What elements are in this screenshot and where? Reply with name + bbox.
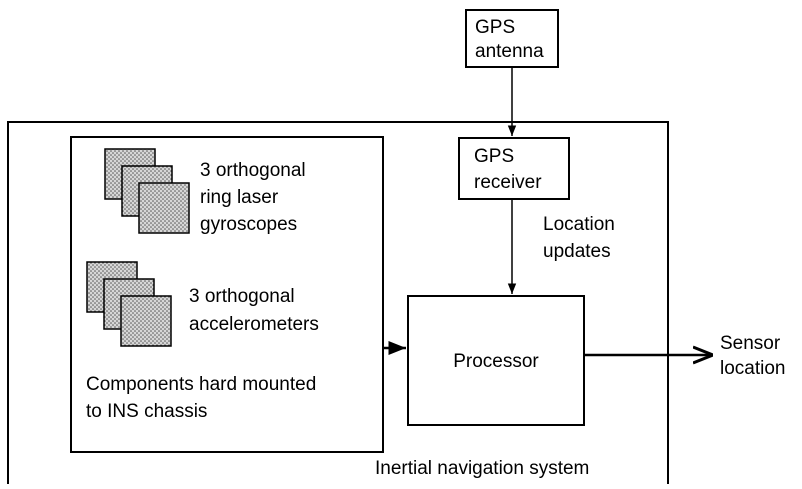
components-caption-line1: Components hard mounted [86, 374, 316, 395]
gyroscope-stack-icon [104, 148, 190, 234]
gps-antenna-label-line2: antenna [475, 41, 544, 62]
accelerometers-label-line1: 3 orthogonal [189, 286, 295, 307]
ins-label: Inertial navigation system [375, 458, 589, 479]
gyroscopes-label-line1: 3 orthogonal [200, 160, 306, 181]
gyroscopes-label-line3: gyroscopes [200, 214, 297, 235]
ins-system-box [7, 121, 669, 484]
gps-receiver-label-line1: GPS [474, 146, 514, 167]
location-updates-label-line2: updates [543, 241, 611, 262]
gps-receiver-label-line2: receiver [474, 172, 542, 193]
components-caption-line2: to INS chassis [86, 401, 207, 422]
accelerometer-stack-icon [86, 261, 172, 347]
location-updates-label-line1: Location [543, 214, 615, 235]
gps-receiver-box [458, 137, 570, 200]
processor-label: Processor [453, 351, 539, 372]
gps-antenna-label-line1: GPS [475, 17, 515, 38]
processor-box [407, 295, 585, 426]
sensor-location-label-line1: Sensor [720, 333, 781, 354]
sensor-location-label-line2: location [720, 358, 786, 379]
components-box [70, 136, 384, 453]
accelerometers-label-line2: accelerometers [189, 314, 319, 335]
gyroscopes-label-line2: ring laser [200, 187, 279, 208]
